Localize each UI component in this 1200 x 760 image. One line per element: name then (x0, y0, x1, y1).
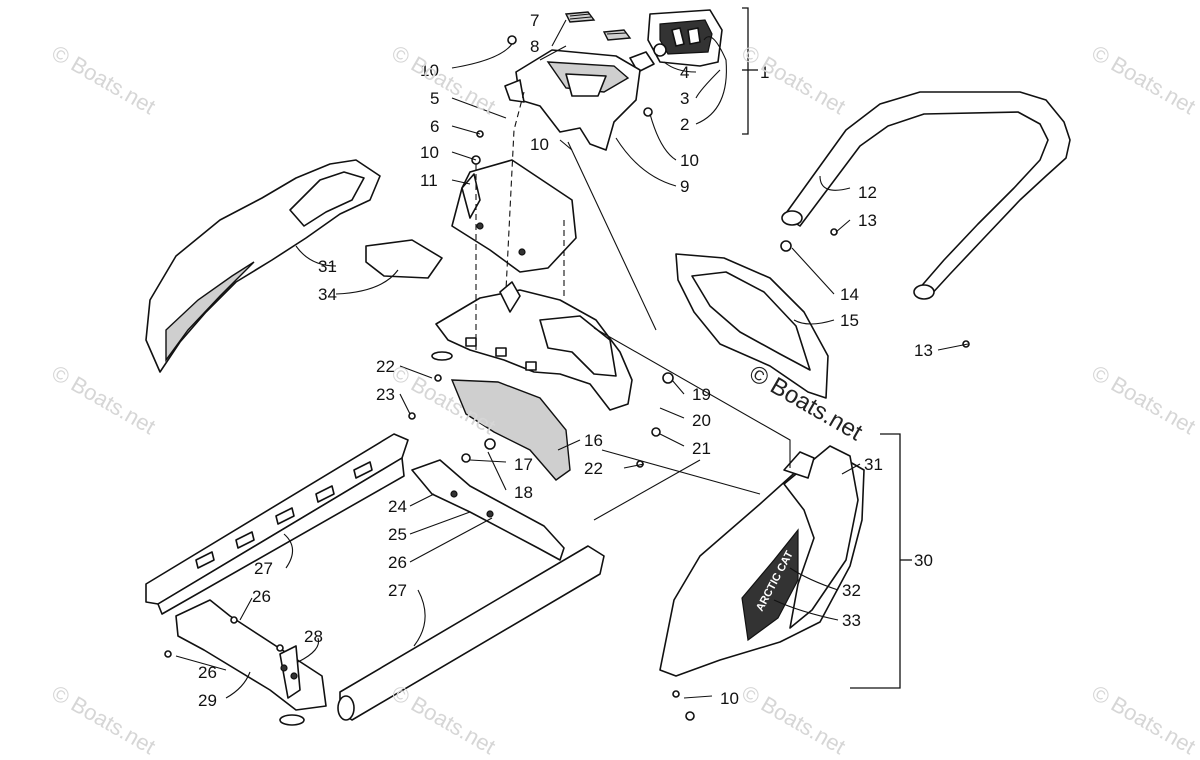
side-panel-left-part (145, 159, 443, 373)
callout-5: 5 (430, 89, 439, 108)
callout-32: 32 (842, 581, 861, 600)
callout-13-lower: 13 (914, 341, 933, 360)
mount-plate-part (451, 159, 577, 273)
callout-34: 34 (318, 285, 337, 304)
taillight-part (647, 9, 723, 67)
callout-17: 17 (514, 455, 533, 474)
dashed-guide-lines (475, 91, 791, 521)
callout-31-right: 31 (864, 455, 883, 474)
callout-12: 12 (858, 183, 877, 202)
callout-19: 19 (692, 385, 711, 404)
callout-3: 3 (680, 89, 689, 108)
rear-fender-part (435, 281, 633, 411)
callout-7: 7 (530, 11, 539, 30)
rail-left-part (145, 433, 409, 615)
callout-10-right: 10 (680, 151, 699, 170)
callout-24: 24 (388, 497, 407, 516)
grab-bar-part (781, 91, 1071, 300)
callout-27-left: 27 (254, 559, 273, 578)
callout-18: 18 (514, 483, 533, 502)
callout-26-lower: 26 (198, 663, 217, 682)
callout-2: 2 (680, 115, 689, 134)
callout-9: 9 (680, 177, 689, 196)
callout-13-upper: 13 (858, 211, 877, 230)
callout-16: 16 (584, 431, 603, 450)
callout-labels: 1 2 3 4 5 6 7 8 9 10 10 10 10 10 11 12 1… (198, 11, 933, 710)
callout-25: 25 (388, 525, 407, 544)
callout-1: 1 (760, 63, 769, 82)
decal-7-part (564, 11, 596, 23)
bracket-assembly-1 (742, 7, 749, 135)
callout-31-left: 31 (318, 257, 337, 276)
callout-30: 30 (914, 551, 933, 570)
side-panel-right-lower-part: ARCTIC CAT (659, 445, 865, 677)
callout-27-right: 27 (388, 581, 407, 600)
rail-slot-group (195, 461, 373, 569)
callout-20: 20 (692, 411, 711, 430)
callout-10-bottom: 10 (720, 689, 739, 708)
callout-4: 4 (680, 63, 689, 82)
callout-10-top: 10 (420, 61, 439, 80)
callout-10-left: 10 (420, 143, 439, 162)
bracket-upper-part (411, 459, 565, 561)
hardware-group (164, 35, 970, 721)
callout-15: 15 (840, 311, 859, 330)
callout-6: 6 (430, 117, 439, 136)
callout-22-right: 22 (584, 459, 603, 478)
callout-28: 28 (304, 627, 323, 646)
callout-14: 14 (840, 285, 859, 304)
side-panel-right-upper-part (675, 253, 829, 399)
callout-33: 33 (842, 611, 861, 630)
callout-23: 23 (376, 385, 395, 404)
rear-hood-part (504, 49, 641, 151)
mud-flap-part (450, 379, 571, 481)
callout-11: 11 (420, 171, 438, 190)
callout-26-upper: 26 (388, 553, 407, 572)
callout-10-center: 10 (530, 135, 549, 154)
bracket-assembly-30 (850, 433, 901, 689)
bracket-lower-part (175, 599, 327, 726)
callout-22-left: 22 (376, 357, 395, 376)
callout-21: 21 (692, 439, 711, 458)
decal-8-part (602, 29, 632, 41)
callout-26-middle: 26 (252, 587, 271, 606)
callout-29: 29 (198, 691, 217, 710)
callout-8: 8 (530, 37, 539, 56)
leader-lines (175, 19, 969, 699)
rail-right-part (337, 545, 605, 721)
